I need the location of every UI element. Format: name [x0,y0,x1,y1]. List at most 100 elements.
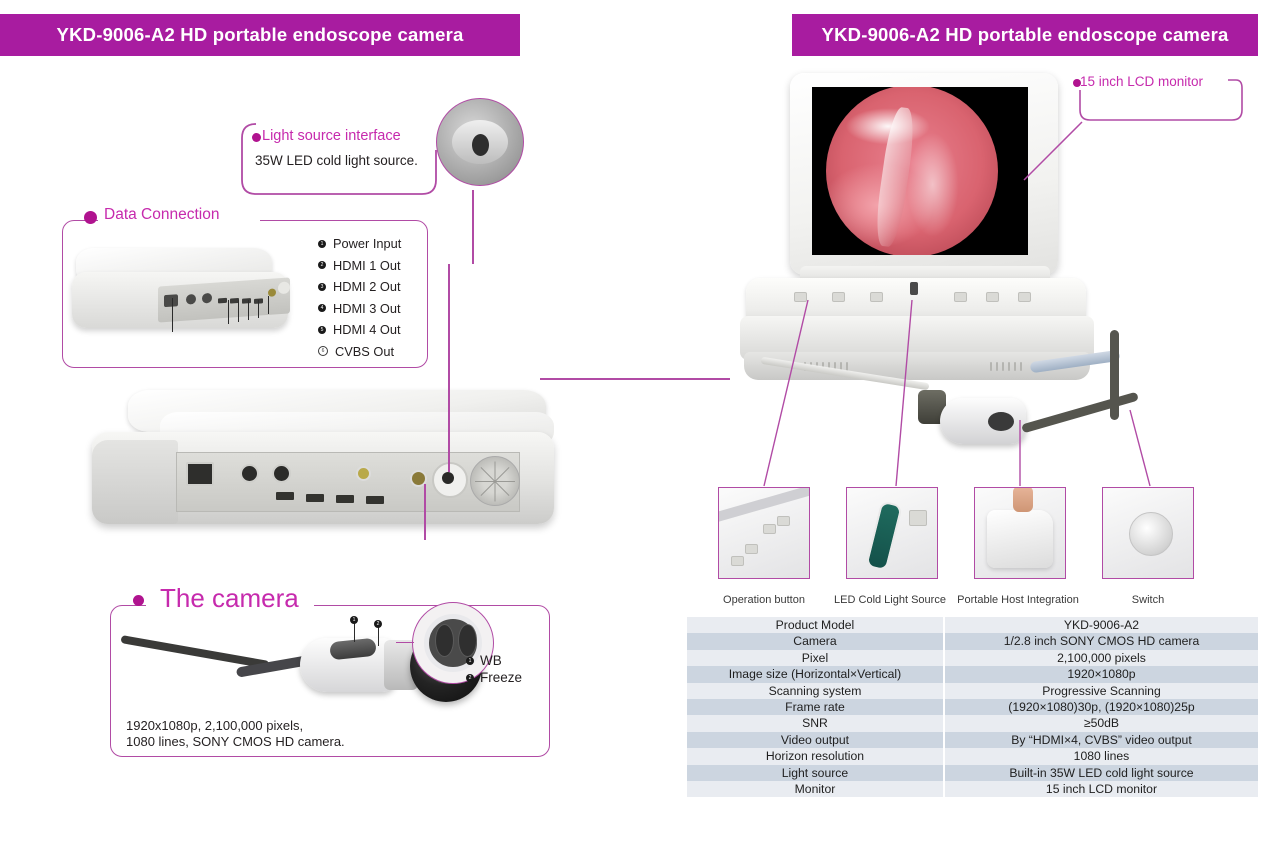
camera-button-legend: 1 WB 2 Freeze [466,652,546,686]
spec-key: Pixel [687,649,945,667]
spec-key: Scanning system [687,682,945,700]
hdmi-port-1 [276,492,294,500]
spec-key: Frame rate [687,699,945,716]
port-bullet: 6 [318,346,328,357]
din-port-1 [240,464,259,483]
port-bullet: 1 [318,239,326,248]
light-source-bullet [252,133,261,142]
light-source-socket [432,462,468,498]
monitor-leader-line [1023,121,1083,181]
spec-value: 1/2.8 inch SONY CMOS HD camera [1003,634,1200,649]
spec-key: Camera [687,633,945,650]
table-row: Monitor 15 inch LCD monitor [687,781,1258,798]
banner-left: YKD-9006-A2 HD portable endoscope camera [0,14,520,56]
light-socket-leader-line [448,264,450,472]
spec-key: SNR [687,715,945,732]
camera-caption-line1: 1920x1080p, 2,100,000 pixels, [126,718,304,733]
light-source-callout-frame [241,123,437,195]
wb-button[interactable] [435,624,454,657]
camera-bullet [133,595,144,606]
legend-row: 1 WB [466,652,546,669]
banner-right-title: YKD-9006-A2 HD portable endoscope camera [821,24,1229,45]
table-row: Horizon resolution 1080 lines [687,748,1258,765]
thumbnail-switch [1102,487,1194,579]
light-source-port-inset [436,98,524,186]
table-row: Scanning system Progressive Scanning [687,682,1258,700]
thumbnail-leader-lines [763,300,1151,487]
spec-value: Built-in 35W LED cold light source [1009,765,1194,780]
hdmi-port-4 [366,496,384,504]
table-row: Image size (Horizontal×Vertical) 1920×10… [687,666,1258,683]
light-source-leader-line [472,190,474,264]
spec-value: 15 inch LCD monitor [1045,782,1158,797]
light-source-port-hole [472,134,489,156]
cvbs-leader-line [424,484,426,540]
camera-title-gap [146,599,314,608]
port-leader-4 [248,300,249,320]
camera-caption-line2: 1080 lines, SONY CMOS HD camera. [126,734,345,749]
thumbnail-caption: Switch [1131,594,1165,606]
bnc-connector [356,466,371,481]
port-label: HDMI 2 Out [333,279,401,295]
spec-key: Monitor [687,781,945,798]
port-row: 2 HDMI 1 Out [318,255,436,277]
thumbnail-led-light-source [846,487,938,579]
port-label: Power Input [333,236,402,252]
tissue-view [826,87,998,255]
specification-table: Product Model YKD-9006-A2 Camera 1/2.8 i… [687,617,1258,798]
power-button[interactable] [910,282,918,295]
fan-grille [470,456,520,506]
table-row: SNR ≥50dB [687,715,1258,732]
light-source-title: Light source interface [262,128,401,144]
legend-bullet: 1 [466,656,474,665]
specification-table-body: Product Model YKD-9006-A2 Camera 1/2.8 i… [687,617,1258,798]
hdmi-port-2 [306,494,324,502]
camera-button-leader-2 [378,626,379,646]
data-connection-title: Data Connection [104,206,220,223]
legend-label: WB [480,653,502,668]
spec-value: 2,100,000 pixels [1057,650,1146,665]
table-row: Product Model YKD-9006-A2 [687,617,1258,634]
spec-key: Video output [687,731,945,749]
port-bullet: 3 [318,282,326,291]
port-leader-3 [238,300,239,322]
port-row: 4 HDMI 3 Out [318,298,436,320]
light-source-socket-hole [442,472,454,484]
camera-caption: 1920x1080p, 2,100,000 pixels, 1080 lines… [126,718,345,750]
legend-row: 2 Freeze [466,669,546,686]
monitor-callout-frame [1079,79,1243,121]
camera-inset-leader-line [396,642,414,644]
spec-value: 1920×1080p [1067,667,1136,682]
monitor-callout-title: 15 inch LCD monitor [1080,74,1204,89]
camera-cable-vertical [1110,330,1119,420]
camera-button-bullet-2: 2 [374,620,382,628]
endoscopic-image [812,87,1028,255]
table-row: Video output By “HDMI×4, CVBS” video out… [687,731,1258,749]
cvbs-connector [410,470,427,487]
port-row: 6 CVBS Out [318,341,436,363]
spec-value: By “HDMI×4, CVBS” video output [1011,732,1192,747]
light-source-description: 35W LED cold light source. [255,153,418,168]
camera-head-buttons-right [988,412,1014,431]
panel-connector-line [540,378,730,380]
main-device-side-panel [92,440,178,524]
thumbnail-operation-button [718,487,810,579]
legend-label: Freeze [480,670,523,685]
port-label: CVBS Out [335,343,395,359]
port-row: 3 HDMI 2 Out [318,276,436,298]
port-leader-2 [228,300,229,324]
port-leader-6 [268,296,269,314]
port-label: HDMI 1 Out [333,257,401,273]
data-connection-port-list: 1 Power Input 2 HDMI 1 Out 3 HDMI 2 Out … [318,233,436,362]
camera-button-bullet-1: 1 [350,616,358,624]
port-leader-1 [172,298,173,332]
ac-power-inlet [186,462,214,486]
thumbnail-caption: Operation button [723,594,805,606]
table-row: Camera 1/2.8 inch SONY CMOS HD camera [687,633,1258,650]
data-connection-bullet [84,211,97,224]
spec-key: Horizon resolution [687,748,945,765]
banner-left-title: YKD-9006-A2 HD portable endoscope camera [56,24,464,45]
spec-value: YKD-9006-A2 [1063,618,1140,632]
camera-button-leader-1 [354,622,355,642]
spec-value: ≥50dB [1083,716,1120,731]
